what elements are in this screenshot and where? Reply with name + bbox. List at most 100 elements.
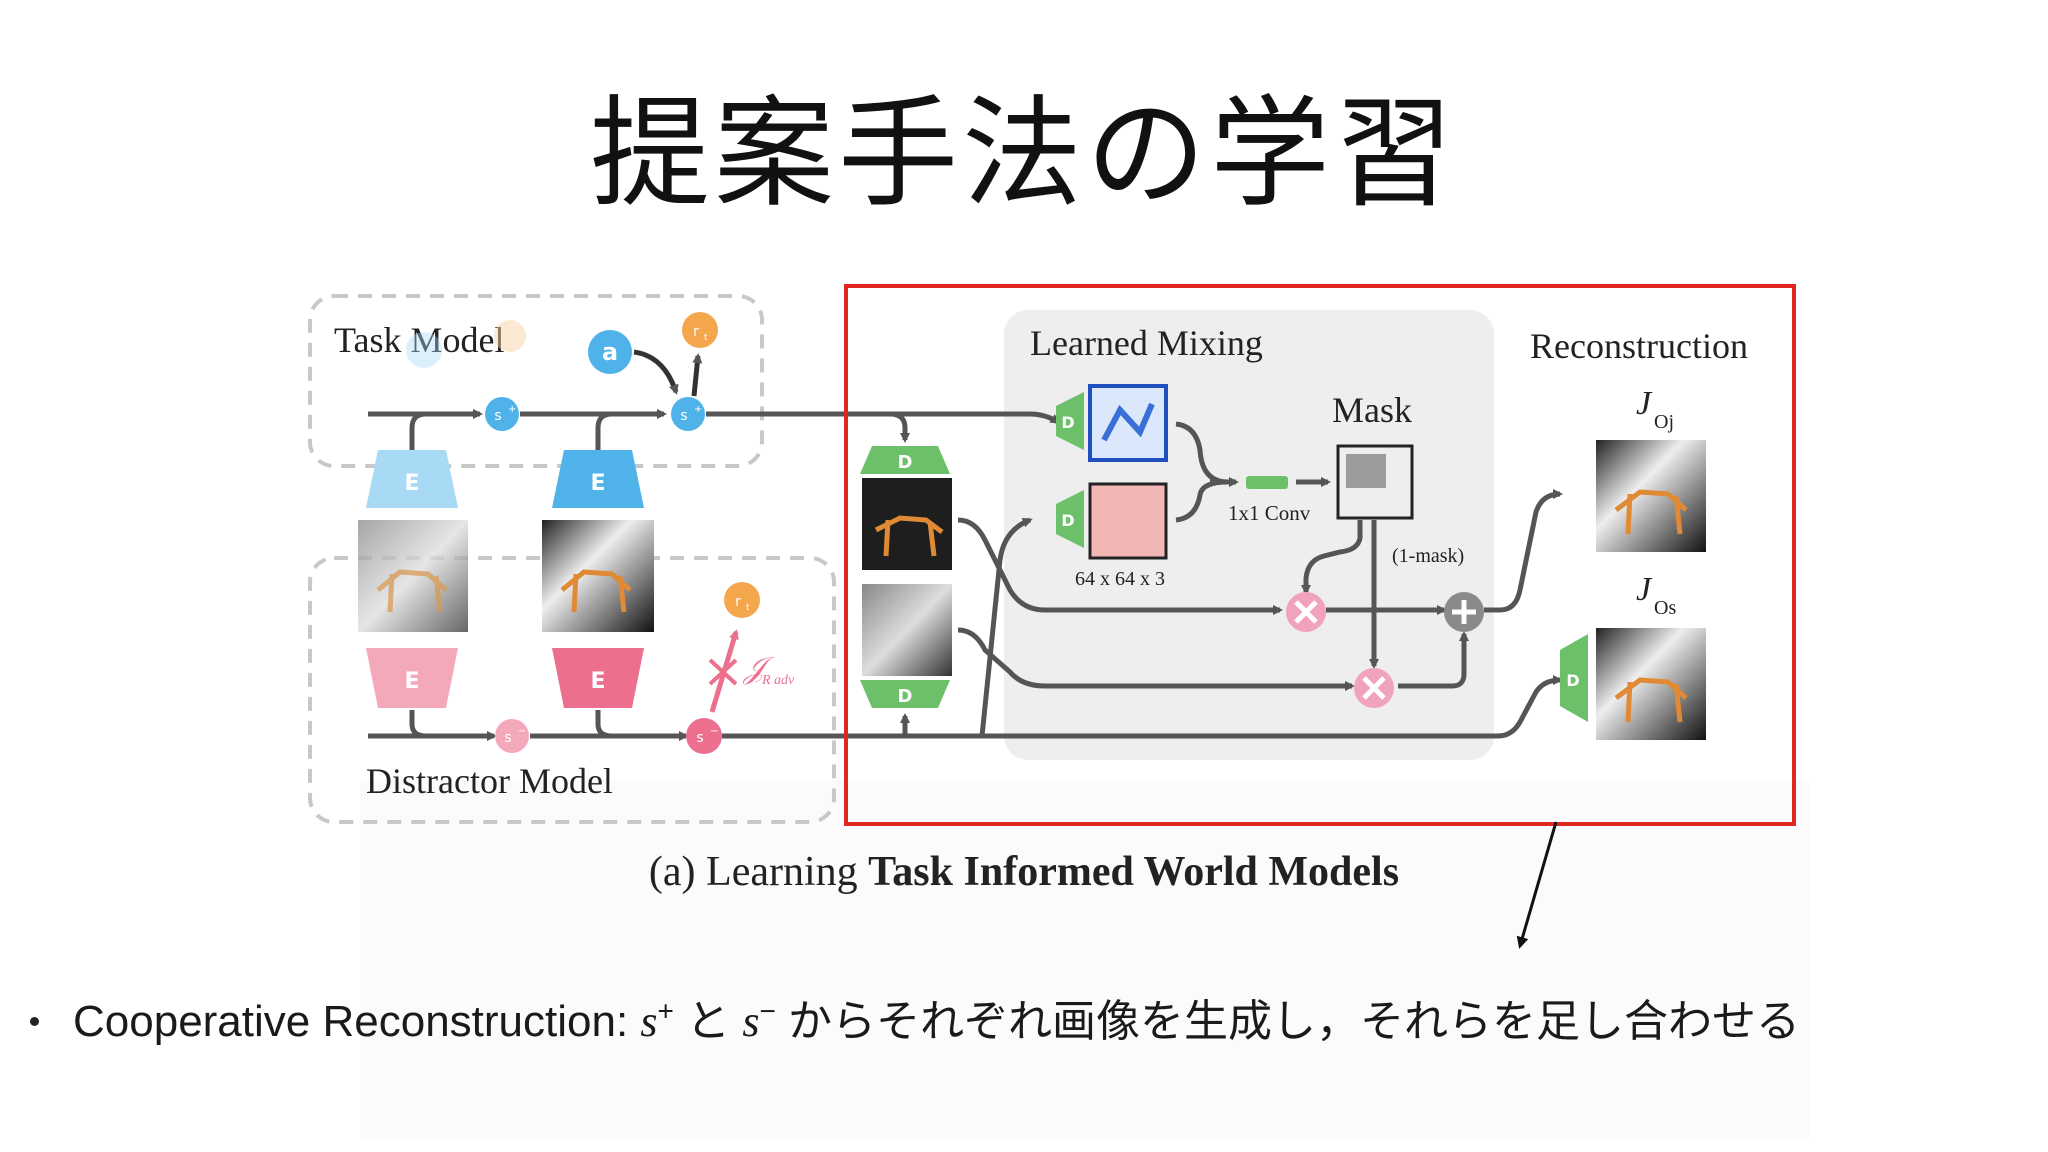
svg-text:−: − [710,726,718,737]
svg-text:t: t [746,603,750,613]
task-encoder-2: E [552,450,644,508]
task-to-decoder-line [889,411,910,443]
mixing-decoder-bottom: D [1056,490,1084,548]
svg-text:r: r [735,594,741,610]
task-state-cur-node: s + [671,397,705,431]
observation-image-cur [542,520,654,632]
task-model-label: Task Model [334,320,504,360]
multiply-node-2 [1354,668,1394,708]
svg-text:D: D [1061,511,1074,530]
caption-bold: Task Informed World Models [868,849,1400,895]
svg-text:E: E [404,471,419,496]
svg-text:s: s [696,730,703,746]
task-decoded-image [862,478,952,570]
figure-caption: (a) Learning Task Informed World Models [0,848,2048,896]
svg-text:E: E [590,471,605,496]
faded-action-node [406,332,442,368]
plus-superscript: + [657,995,674,1027]
svg-text:r: r [693,324,699,340]
distractor-state-prev-node: s − [495,719,529,753]
svg-text:a: a [602,338,618,366]
bullet-rest: からそれぞれ画像を生成し，それらを足し合わせる [775,997,1801,1046]
mask-to-multiply-line [1301,520,1363,595]
s-minus-symbol: s [742,997,760,1046]
conv-block [1246,476,1288,489]
mix-feature-lines [1175,421,1229,485]
bottom-image-to-multiply-line [957,627,1355,691]
task-reward-node: r t [682,312,718,348]
distractor-decoded-image [862,584,952,676]
reconstruction-image-oj [1596,440,1706,552]
distractor-encoder-1: E [366,648,458,708]
caption-prefix: (a) Learning [648,849,869,895]
slide-title: 提案手法の学習 [590,85,1458,224]
task-decoder: D [860,446,950,474]
reconstruction-image-os [1596,628,1706,740]
bullet-to: と [673,997,743,1046]
state-to-reward-arrow [691,353,703,397]
output-decoder: D [1560,634,1588,722]
figure-background [360,780,1810,1140]
minus-superscript: − [759,995,776,1027]
distractor-flow-line-3 [722,675,1563,739]
svg-text:s: s [680,408,687,424]
add-node [1444,592,1484,632]
learned-mixing-label: Learned Mixing [1030,323,1263,363]
action-to-state-arrow [633,349,679,395]
svg-text:+: + [508,404,516,415]
adversarial-loss-sub: R adv [761,673,795,688]
multiply-node-1 [1286,592,1326,632]
multiply2-to-add-line [1398,631,1469,689]
svg-text:D: D [898,452,913,473]
task-model-box [308,294,764,468]
add-to-output-line [1484,489,1563,613]
enc2-to-distractor-line [595,710,613,739]
enc2-to-task-line [595,411,613,450]
svg-text:+: + [694,404,702,415]
j-os-sub: Os [1654,597,1676,619]
highlight-box [844,284,1796,826]
enc1-to-distractor-line [409,710,427,739]
distractor-encoder-2: E [552,648,644,708]
one-minus-mask-label: (1-mask) [1392,545,1464,567]
observation-image-prev [358,520,468,632]
j-oj-sub: Oj [1654,411,1674,433]
svg-text:D: D [1061,413,1074,432]
svg-text:E: E [590,669,605,694]
action-node: a [588,330,632,374]
reconstruction-label: Reconstruction [1530,326,1748,366]
distractor-decoder: D [860,680,950,708]
bullet-lead: Cooperative Reconstruction: [73,997,641,1046]
j-os-label: J [1636,571,1653,608]
bullet-dot [30,1016,39,1026]
bullet-point: Cooperative Reconstruction: s+ と s− からそれ… [30,985,1800,1049]
mixing-feature-map-bottom [1088,482,1168,560]
distractor-state-cur-node: s − [686,718,722,754]
task-encoder-1: E [366,450,458,508]
svg-text:s: s [494,408,501,424]
svg-text:D: D [898,686,913,707]
svg-text:t: t [704,333,708,343]
svg-text:E: E [404,669,419,694]
svg-text:−: − [518,726,526,737]
size-label: 64 x 64 x 3 [1075,568,1165,590]
mask-label: Mask [1332,390,1412,430]
enc1-to-task-line [409,411,427,450]
distractor-reward-node: r t [724,582,760,618]
pointer-arrow [1516,821,1558,949]
j-oj-label: J [1636,385,1653,422]
mixing-feature-map-top [1088,384,1168,462]
mixing-decoder-top: D [1056,392,1084,450]
top-image-to-multiply-line [957,517,1283,615]
distractor-to-mixer-line [979,517,1033,737]
svg-text:s: s [504,730,511,746]
svg-text:D: D [1566,671,1579,690]
conv-label: 1x1 Conv [1228,501,1311,525]
adversarial-cross [708,658,738,686]
task-flow-line-3 [706,411,1061,425]
faded-reward-node [494,320,526,352]
task-state-prev-node: s + [485,397,519,431]
s-plus-symbol: s [640,997,658,1046]
distractor-model-label: Distractor Model [366,761,613,801]
